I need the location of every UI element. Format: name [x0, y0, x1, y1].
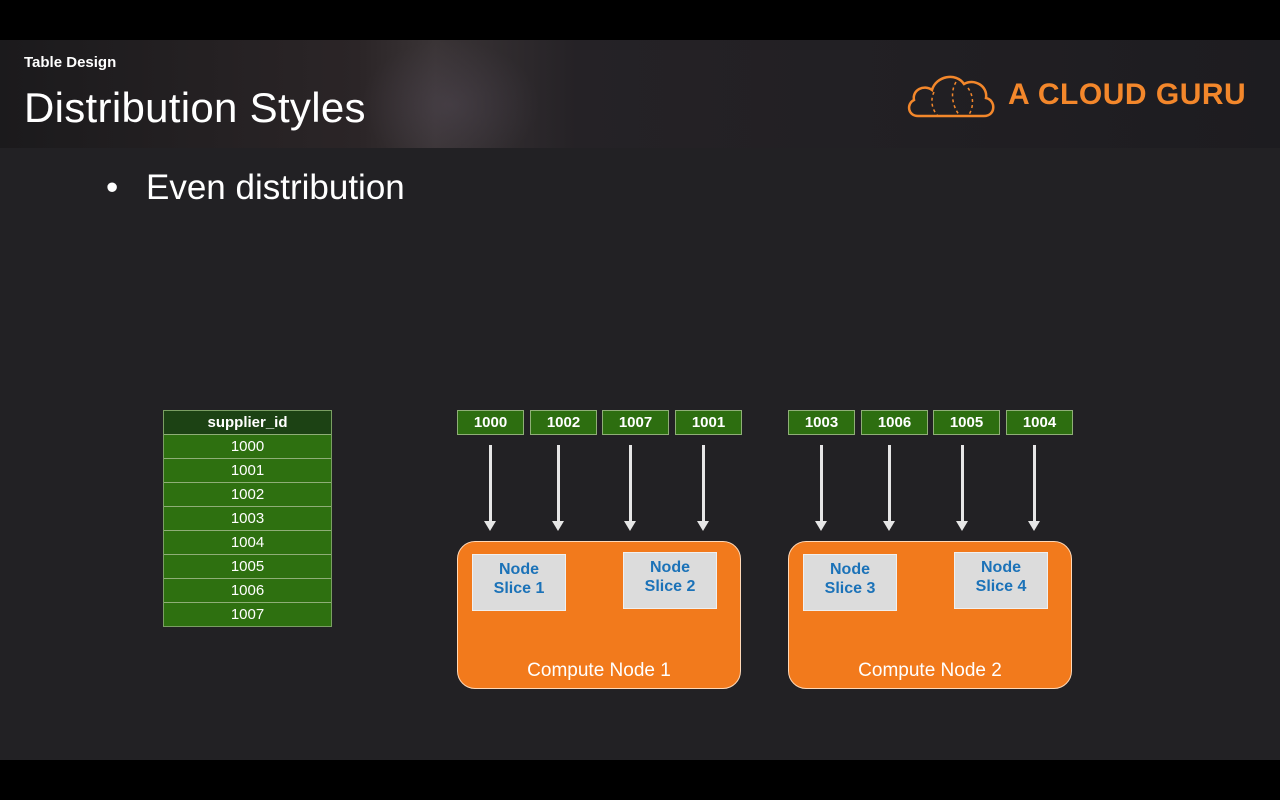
table-row: 1002	[164, 483, 331, 507]
brand-name: A CLOUD GURU	[1008, 78, 1247, 111]
table-row: 1000	[164, 435, 331, 459]
slice-label-line: Slice 3	[824, 580, 876, 597]
table-row: 1005	[164, 555, 331, 579]
down-arrow-icon	[1027, 445, 1041, 531]
down-arrow-icon	[814, 445, 828, 531]
row-chip: 1007	[602, 410, 669, 435]
down-arrow-icon	[483, 445, 497, 531]
compute-node-2: Node Slice 3 Node Slice 4 Compute Node 2	[788, 541, 1072, 689]
compute-node-1: Node Slice 1 Node Slice 2 Compute Node 1	[457, 541, 741, 689]
brand-logo: A CLOUD GURU	[904, 68, 1247, 122]
table-header: supplier_id	[164, 411, 331, 435]
slide-header: Table Design Distribution Styles A CLOUD…	[0, 40, 1280, 148]
row-chip: 1001	[675, 410, 742, 435]
row-chip: 1000	[457, 410, 524, 435]
slice-label-line: Node	[981, 559, 1021, 576]
node-slice-1: Node Slice 1	[472, 554, 566, 611]
slice-label-line: Slice 2	[644, 578, 696, 595]
down-arrow-icon	[551, 445, 565, 531]
table-row: 1004	[164, 531, 331, 555]
down-arrow-icon	[955, 445, 969, 531]
slice-label-line: Slice 1	[493, 580, 545, 597]
slice-label-line: Node	[830, 561, 870, 578]
bullet-dot-icon: •	[106, 168, 119, 207]
slide: Table Design Distribution Styles A CLOUD…	[0, 40, 1280, 760]
table-row: 1003	[164, 507, 331, 531]
row-chip: 1006	[861, 410, 928, 435]
bullet-text: Even distribution	[146, 168, 405, 207]
bullet-item: • Even distribution	[106, 168, 405, 208]
row-chip: 1005	[933, 410, 1000, 435]
row-chip: 1004	[1006, 410, 1073, 435]
cloud-icon	[907, 75, 995, 118]
compute-node-label: Compute Node 2	[858, 660, 1002, 681]
node-slice-4: Node Slice 4	[954, 552, 1048, 609]
row-chip: 1003	[788, 410, 855, 435]
header-background-photo	[360, 40, 540, 148]
down-arrow-icon	[623, 445, 637, 531]
node-slice-3: Node Slice 3	[803, 554, 897, 611]
down-arrow-icon	[882, 445, 896, 531]
compute-node-label: Compute Node 1	[527, 660, 671, 681]
supplier-table: supplier_id 1000 1001 1002 1003 1004 100…	[163, 410, 332, 627]
row-chip: 1002	[530, 410, 597, 435]
down-arrow-icon	[696, 445, 710, 531]
table-row: 1001	[164, 459, 331, 483]
table-row: 1007	[164, 603, 331, 626]
slice-label-line: Node	[499, 561, 539, 578]
section-label: Table Design	[24, 54, 117, 71]
slice-label-line: Node	[650, 559, 690, 576]
slide-title: Distribution Styles	[24, 84, 366, 131]
node-slice-2: Node Slice 2	[623, 552, 717, 609]
slice-label-line: Slice 4	[975, 578, 1027, 595]
table-row: 1006	[164, 579, 331, 603]
